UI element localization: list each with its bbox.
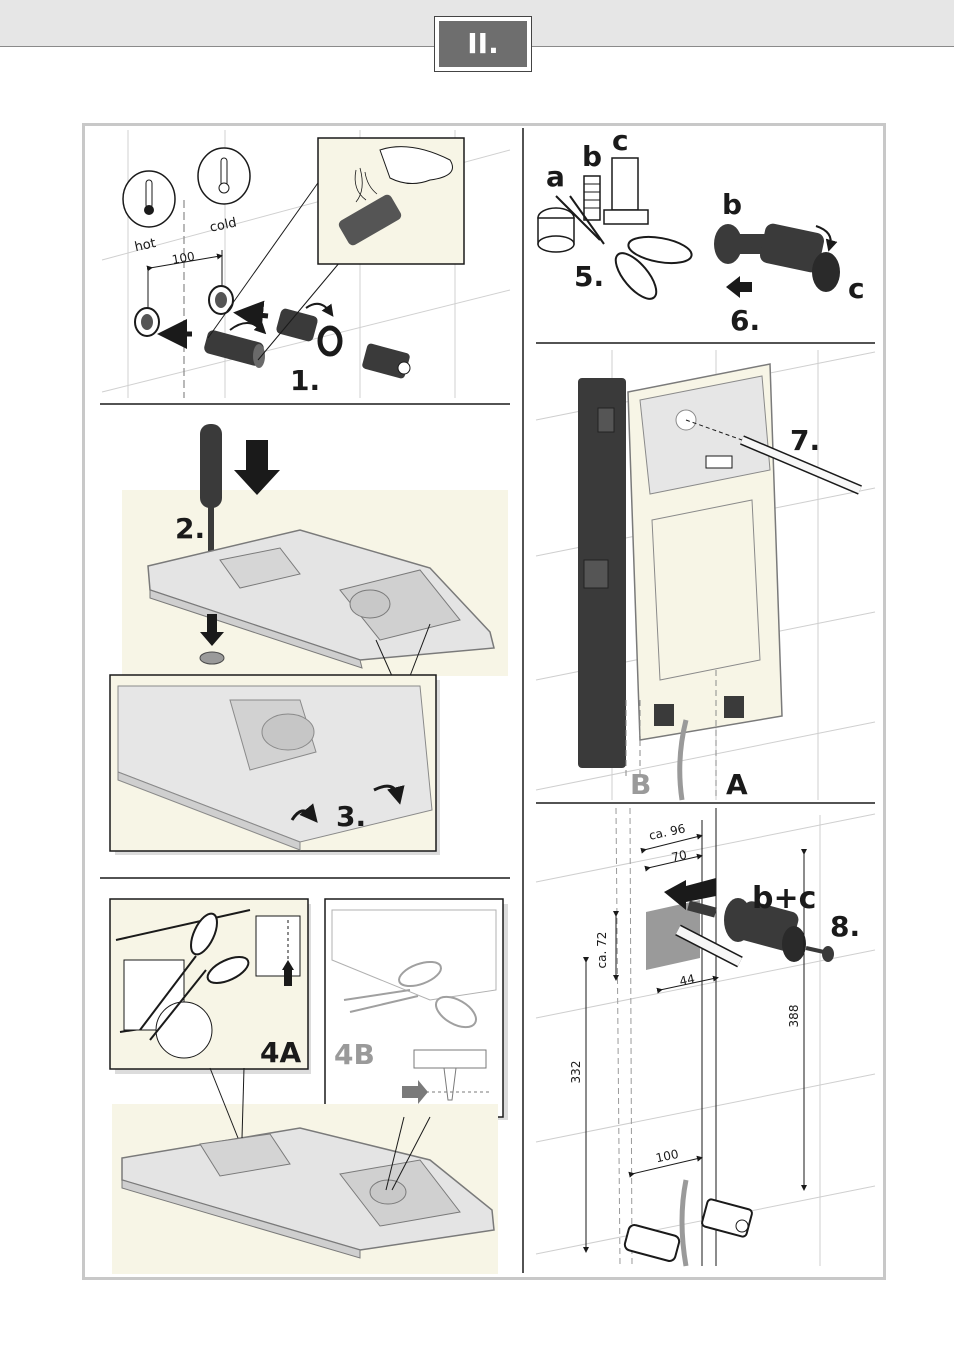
section-number: II. — [439, 21, 527, 67]
scissors-icon-2 — [555, 195, 693, 300]
screwdriver-icon — [200, 424, 222, 567]
step-6-label: 6. — [730, 304, 760, 337]
dimension-lines — [583, 833, 807, 1253]
hot-label: hot — [133, 236, 157, 255]
threaded-nipple-part — [204, 330, 265, 368]
step-4b-label: 4B — [334, 1038, 375, 1071]
part-c-label-2: c — [848, 272, 865, 305]
dim-ca72-label: ca. 72 — [595, 932, 609, 969]
panel-step-4: 4A 4B — [109, 898, 508, 1274]
press-down-arrow-icon — [234, 440, 280, 495]
part-a-screw-cap — [537, 207, 575, 253]
drill-pencil-part — [685, 419, 862, 495]
section-badge: II. — [434, 16, 532, 72]
step-5-label: 5. — [574, 260, 604, 293]
part-a-label: a — [546, 160, 565, 193]
dim-100-label: 100 — [655, 1147, 680, 1165]
part-b-threaded-rod — [583, 175, 601, 221]
cold-label: cold — [209, 215, 238, 235]
cap-part — [199, 651, 225, 665]
detail-inset-clips — [109, 674, 440, 855]
adapter-part — [276, 308, 318, 342]
dim-44-label: 44 — [678, 972, 696, 989]
hose-part-2 — [679, 1179, 689, 1267]
detail-inset-4b — [324, 898, 508, 1120]
cold-thermometer-icon — [197, 147, 251, 205]
wall-outlet-hot — [134, 307, 160, 337]
assembled-sleeve-part — [714, 223, 840, 292]
panel-step-7: 7. B A — [535, 350, 876, 801]
hot-thermometer-icon — [122, 170, 176, 228]
cut-marker-grey-icon — [402, 1049, 492, 1104]
connection-b-label: B — [630, 768, 651, 801]
scissors-grey-icon — [343, 960, 477, 1029]
panel-step-8: b+c 8. ca. 96 70 ca. 72 44 388 332 100 — [535, 807, 876, 1267]
drop-arrow-icon — [200, 614, 224, 646]
plug-part — [362, 343, 411, 379]
parts-b-c-label: b+c — [752, 881, 816, 916]
rotate-arrow-icon-2 — [305, 302, 334, 317]
dim-ca96-label: ca. 96 — [648, 821, 687, 842]
threaded-nipple-inset — [338, 194, 402, 246]
wall-outlet-cold — [208, 285, 234, 315]
step-3-label: 3. — [336, 800, 366, 833]
installation-frame-part — [627, 363, 783, 741]
step-4a-label: 4A — [260, 1036, 301, 1069]
seal-ring-part — [317, 325, 343, 357]
dim-388-label: 388 — [787, 1005, 801, 1028]
part-c-label: c — [612, 124, 629, 157]
push-arrow-icon-2 — [726, 276, 752, 298]
dim-332-label: 332 — [569, 1061, 583, 1084]
insert-arrow-icon-2 — [664, 878, 716, 910]
push-arrow-icon — [233, 300, 269, 331]
rotate-arrow-icon-3 — [815, 225, 838, 252]
detail-inset-4a — [109, 898, 311, 1074]
pipe-stub-part — [705, 455, 733, 469]
screw-part — [805, 946, 834, 962]
mounting-base-part-2 — [121, 1127, 495, 1259]
plug-part-2 — [687, 900, 717, 918]
spacing-100-label: 100 — [171, 249, 196, 267]
connection-a-label: A — [726, 768, 748, 801]
clip-rotate-arrow-icon — [290, 803, 318, 823]
panel-step-1: hot cold 100 — [101, 130, 511, 398]
step-7-label: 7. — [790, 424, 820, 457]
cutout-plate-part — [646, 900, 700, 970]
scissors-icon — [139, 912, 250, 1041]
step-2-label: 2. — [175, 512, 205, 545]
dim-70-label: 70 — [670, 848, 688, 865]
hose-part — [677, 719, 689, 801]
rotate-arrow-icon — [229, 321, 267, 335]
sleeve-b-c-part — [724, 898, 806, 962]
plug-part-3 — [701, 1198, 753, 1238]
hand-icon — [379, 146, 453, 184]
part-b-label: b — [582, 140, 602, 173]
cut-marker-icon — [255, 915, 301, 986]
valve-connection-parts — [654, 696, 744, 726]
panel-dividers — [100, 128, 875, 1273]
step-8-label: 8. — [830, 910, 860, 943]
threaded-nipple-part-2 — [623, 1224, 681, 1262]
step-1-label: 1. — [290, 364, 320, 397]
spirit-level-part — [578, 378, 626, 768]
part-c-sleeve — [603, 157, 649, 225]
mounting-base-part — [147, 529, 495, 669]
part-b-label-2: b — [722, 188, 742, 221]
panel-step-5-6: a b c 5. b c 6. — [537, 124, 865, 337]
panel-step-2-3: 2. 3. — [109, 424, 508, 855]
detail-inset-sealing-tape — [207, 137, 465, 361]
clip-rotate-arrow-icon-2 — [373, 784, 405, 805]
